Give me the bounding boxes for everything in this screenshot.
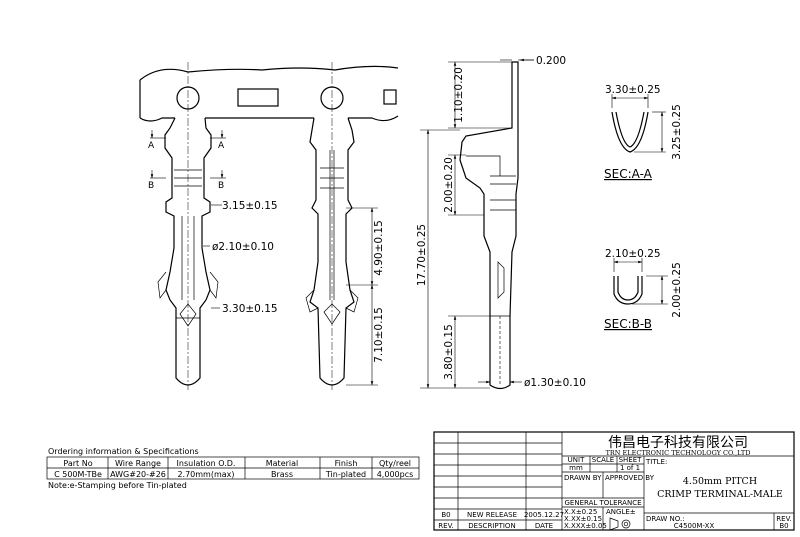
dim-bb-width: 2.10±0.25 [605,248,661,260]
company-cn: 伟昌电子科技有限公司 [608,435,748,451]
rev-label: REV. [776,515,791,523]
title-block: B0 NEW RELEASE 2005.12.27 REV. DESCRIPTI… [433,431,795,531]
dim-1-30-dia: ø1.30±0.10 [524,377,586,389]
dim-3-15: 3.15±0.15 [222,200,278,212]
dim-2-10-dia: ø2.10±0.10 [212,241,274,253]
hdr-rev: REV. [438,522,453,530]
ordering-title: Ordering information & Specifications [48,447,199,456]
ord-h-0: Part No [63,459,92,468]
dim-7-10: 7.10±0.15 [373,307,385,363]
ord-h-2: Insulation O.D. [177,459,236,468]
tol-3: X.XXX±0.05 [564,522,607,530]
section-mark-b-right: B [218,181,224,191]
rev-row-rev: B0 [441,511,450,519]
ord-c-4: Tin-plated [325,470,366,479]
dim-3-80: 3.80±0.15 [443,324,455,380]
ord-h-1: Wire Range [115,459,161,468]
dim-0-200: 0.200 [536,55,566,67]
ord-c-0: C 500M-TBe [54,470,102,479]
ordering-table: Ordering information & Specifications Pa… [46,447,420,490]
section-b-b-label: SEC:B-B [604,317,652,331]
terminal-side-view: 0.200 1.10±0.20 2.00±0.20 17.70±0.25 3.8… [416,55,586,390]
unit-label: UNIT [568,456,585,464]
top-view-dimensions: 3.15±0.15 ø2.10±0.10 3.30±0.15 [203,200,278,315]
dim-1-10: 1.10±0.20 [453,67,465,123]
ordering-note: Note:e-Stamping before Tin-plated [48,481,187,490]
ord-c-5: 4,000pcs [377,470,414,479]
company-en: TRN ELECTRONIC TECHNOLOGY CO.,LTD [606,449,751,457]
sheet-label: SHEET [619,456,643,464]
tol-2: X.XX±0.15 [564,515,602,523]
general-tolerance: GENERAL TOLERANCE [564,499,641,507]
dim-aa-width: 3.30±0.25 [605,84,661,96]
section-a-a: 3.30±0.25 3.25±0.25 SEC:A-A [604,84,683,181]
ord-h-3: Material [266,459,299,468]
projection-symbol-icon [609,517,631,531]
section-a-a-label: SEC:A-A [604,167,653,181]
ord-h-4: Finish [335,459,358,468]
ord-c-2: 2.70mm(max) [177,470,234,479]
section-marks: A A B B [148,130,226,191]
carrier-strip [139,62,399,390]
title-label: TITLE: [645,458,667,466]
title-line-1: 4.50mm PITCH [683,476,757,487]
tol-1: X.X±0.25 [564,508,597,516]
dim-4-90: 4.90±0.15 [373,220,385,276]
draw-no-label: DRAW NO.: [646,515,685,523]
sheet-value: 1 of 1 [620,464,640,472]
dim-2-00: 2.00±0.20 [443,157,455,213]
hdr-date: DATE [535,522,553,530]
dim-bb-height: 2.00±0.25 [671,262,683,318]
title-line-2: CRIMP TERMINAL-MALE [657,489,783,500]
section-mark-a-right: A [218,141,225,151]
ord-h-5: Qty/reel [379,459,411,468]
ord-c-3: Brass [271,470,293,479]
ord-c-1: AWG#20-#26 [110,470,166,479]
rev-row-desc: NEW RELEASE [467,511,517,519]
drawn-by: DRAWN BY [564,474,602,482]
scale-label: SCALE [592,456,614,464]
hdr-desc: DESCRIPTION [468,522,515,530]
rev-value: B0 [779,522,788,530]
terminal-side-section: 4.90±0.15 7.10±0.15 [305,117,385,386]
terminal-top-view [157,117,219,386]
section-b-b: 2.10±0.25 2.00±0.25 SEC:B-B [604,248,683,331]
section-mark-a-left: A [148,141,155,151]
section-mark-b-left: B [148,181,154,191]
dim-3-30: 3.30±0.15 [222,303,278,315]
dim-17-70: 17.70±0.25 [416,224,428,286]
rev-row-date: 2005.12.27 [524,511,564,519]
unit-value: mm [569,464,583,472]
draw-no: C4500M-XX [674,522,715,530]
approved-by: APPROVED BY [605,474,655,482]
dim-aa-height: 3.25±0.25 [671,104,683,160]
angle: ANGLE± [606,508,636,516]
